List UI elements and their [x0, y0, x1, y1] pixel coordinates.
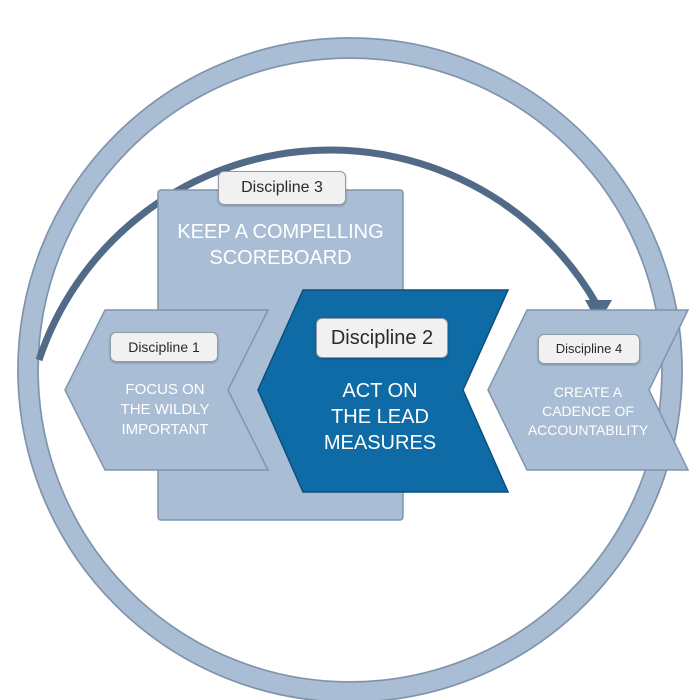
discipline-1-line-1: FOCUS ON: [125, 381, 205, 398]
discipline-3-tag: Discipline 3: [218, 171, 346, 205]
discipline-4-text: CREATE A CADENCE OF ACCOUNTABILITY: [510, 383, 666, 440]
discipline-2-line-2: THE LEAD: [331, 406, 429, 428]
cycle-ring-outer: [17, 37, 683, 700]
discipline-2-tag: Discipline 2: [316, 318, 448, 358]
discipline-1-tag: Discipline 1: [110, 332, 218, 362]
discipline-3-text: KEEP A COMPELLING SCOREBOARD: [158, 219, 403, 271]
discipline-2-line-3: MEASURES: [323, 432, 437, 454]
discipline-3-line-2: SCOREBOARD: [209, 247, 352, 269]
discipline-1-line-2: THE WILDLY: [120, 401, 210, 418]
cycle-ring-outline-outer: [17, 37, 683, 700]
discipline-2-line-1: ACT ON: [342, 380, 418, 402]
discipline-4-line-1: CREATE A: [553, 384, 623, 400]
discipline-1-line-3: IMPORTANT: [121, 421, 209, 438]
cycle-ring-outline-inner: [37, 57, 663, 683]
discipline-3-line-1: KEEP A COMPELLING: [177, 221, 384, 243]
cycle-arrow-arc: [35, 146, 601, 362]
discipline-4-line-2: CADENCE OF: [542, 403, 634, 419]
discipline-4-line-3: ACCOUNTABILITY: [527, 422, 649, 438]
discipline-2-text: ACT ON THE LEAD MEASURES: [300, 378, 460, 456]
discipline-1-text: FOCUS ON THE WILDLY IMPORTANT: [110, 380, 220, 440]
discipline-4-tag: Discipline 4: [538, 334, 640, 364]
